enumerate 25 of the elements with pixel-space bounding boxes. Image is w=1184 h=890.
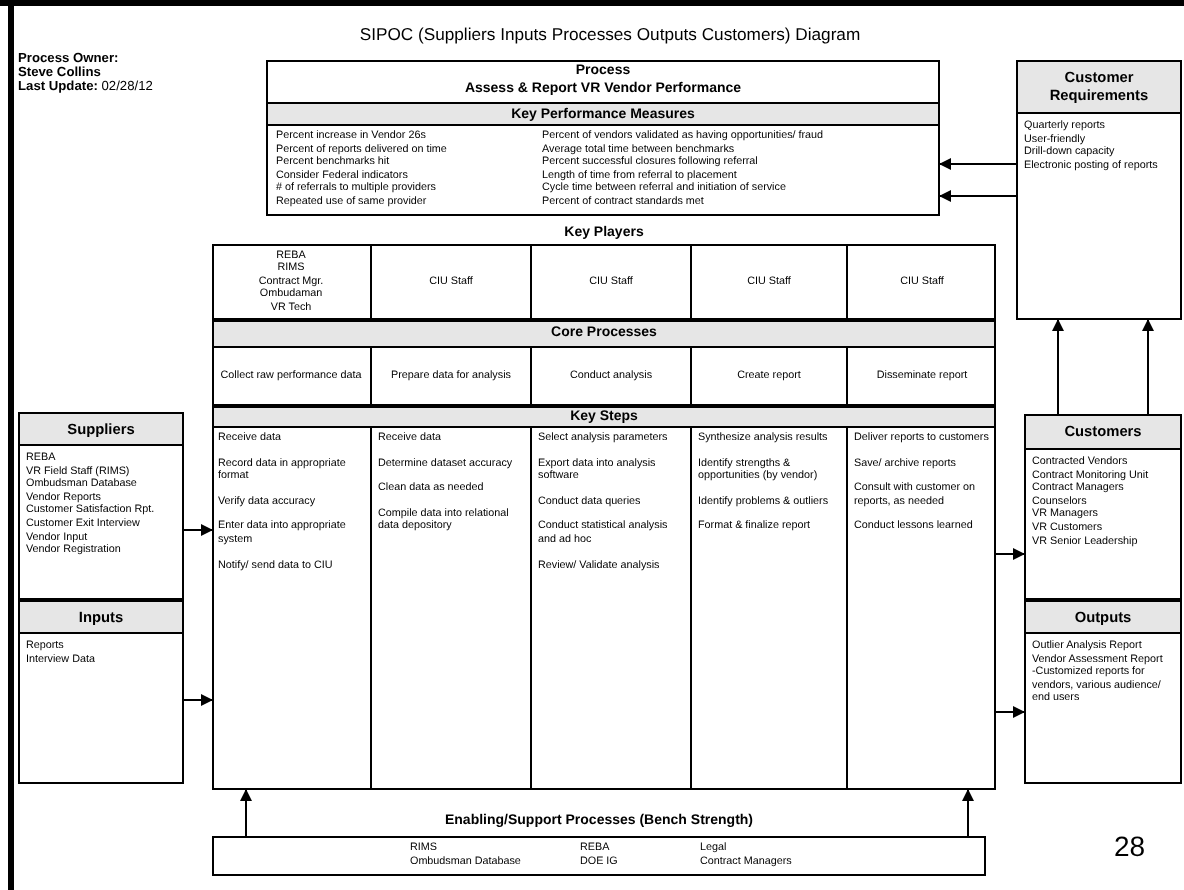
diagram-title: SIPOC (Suppliers Inputs Processes Outputs Customers) Diagram: [357, 24, 863, 44]
arrow: [939, 190, 1017, 202]
arrow: [939, 158, 1017, 170]
customers-box: [1024, 414, 1182, 600]
suppliers-box: [18, 412, 184, 600]
outputs-box: [1024, 600, 1182, 784]
arrow: [962, 789, 974, 837]
arrow: [995, 548, 1025, 560]
step-column: [212, 426, 372, 790]
page-number: 28: [1114, 830, 1146, 862]
arrow: [1142, 319, 1154, 415]
arrow: [183, 524, 213, 536]
requirements-box: [1016, 60, 1182, 320]
inputs-box: [18, 600, 184, 784]
measures-box: [266, 102, 940, 216]
core-process-row: [212, 320, 996, 406]
step-column: [532, 426, 692, 790]
arrow: [183, 694, 213, 706]
arrow: [1052, 319, 1064, 415]
step-column: [692, 426, 848, 790]
arrow: [995, 706, 1025, 718]
key-steps-box: [212, 406, 996, 790]
step-column: [372, 426, 532, 790]
arrow: [240, 789, 252, 837]
process-box: [266, 60, 940, 104]
